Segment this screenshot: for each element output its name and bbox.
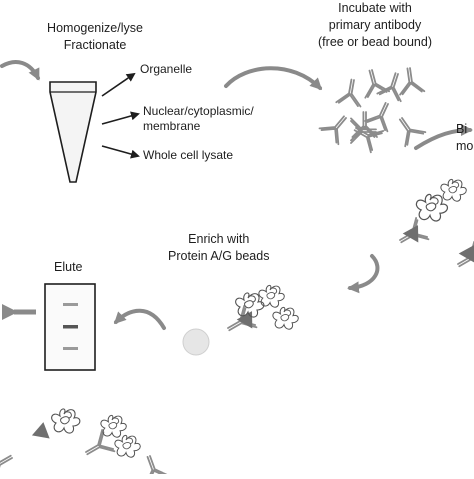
homogenize-line2: Fractionate — [30, 37, 160, 54]
bind-fragment-label: Bi mo — [456, 121, 473, 155]
free-antibody-icon — [365, 98, 398, 131]
elute-label: Elute — [54, 259, 83, 276]
homogenize-label: Homogenize/lyse Fractionate — [30, 20, 160, 54]
incubate-line1: Incubate with — [300, 0, 450, 17]
eluted-antibody-icon — [0, 446, 18, 474]
incubate-line2: primary antibody — [300, 17, 450, 34]
to-elute-arrow-icon — [116, 311, 164, 328]
antigen-protein-icon — [416, 194, 447, 221]
nuclear-arrow-icon — [102, 114, 138, 124]
free-antibody-icon — [397, 66, 425, 94]
nuclear-line2: membrane — [143, 119, 254, 134]
gel-band-bottom — [63, 347, 78, 350]
microcentrifuge-tube-icon — [50, 82, 96, 182]
whole-cell-label: Whole cell lysate — [143, 148, 233, 163]
organelle-label: Organelle — [140, 62, 192, 77]
free-antibody-icon — [391, 112, 425, 147]
antigen-protein-icon — [101, 415, 126, 437]
bind-fragment-line2: mo — [456, 138, 473, 155]
enrich-line2: Protein A/G beads — [168, 248, 269, 265]
gel-band-middle — [63, 325, 78, 329]
free-antibody-icon — [336, 78, 365, 107]
nuclear-label: Nuclear/cytoplasmic/ membrane — [143, 104, 254, 134]
bind-fragment-line1: Bi — [456, 121, 473, 138]
incoming-process-arrow-icon — [2, 62, 38, 78]
antigen-protein-icon — [441, 179, 466, 201]
protein-ag-bead-icon — [183, 329, 209, 355]
incubate-label: Incubate with primary antibody (free or … — [300, 0, 450, 51]
free-antibody-icon — [320, 109, 355, 144]
nuclear-line1: Nuclear/cytoplasmic/ — [143, 104, 254, 119]
to-incubate-arrow-icon — [226, 68, 320, 88]
antigen-protein-icon — [259, 285, 284, 307]
free-antibody-icon — [359, 67, 389, 98]
antigen-protein-icon — [115, 435, 140, 457]
enrich-label: Enrich with Protein A/G beads — [168, 231, 269, 265]
antigen-triangle-icon — [32, 421, 52, 439]
organelle-arrow-icon — [102, 74, 134, 96]
to-enrich-arrow-icon — [350, 256, 377, 288]
eluted-antibody-icon — [137, 452, 169, 474]
antigen-protein-icon — [273, 307, 298, 329]
whole-cell-arrow-icon — [102, 146, 138, 156]
incubate-line3: (free or bead bound) — [300, 34, 450, 51]
enrich-line1: Enrich with — [168, 231, 269, 248]
gel-band-top — [63, 303, 78, 306]
homogenize-line1: Homogenize/lyse — [30, 20, 160, 37]
free-antibody-icon — [377, 70, 408, 101]
antigen-protein-icon — [52, 409, 80, 433]
